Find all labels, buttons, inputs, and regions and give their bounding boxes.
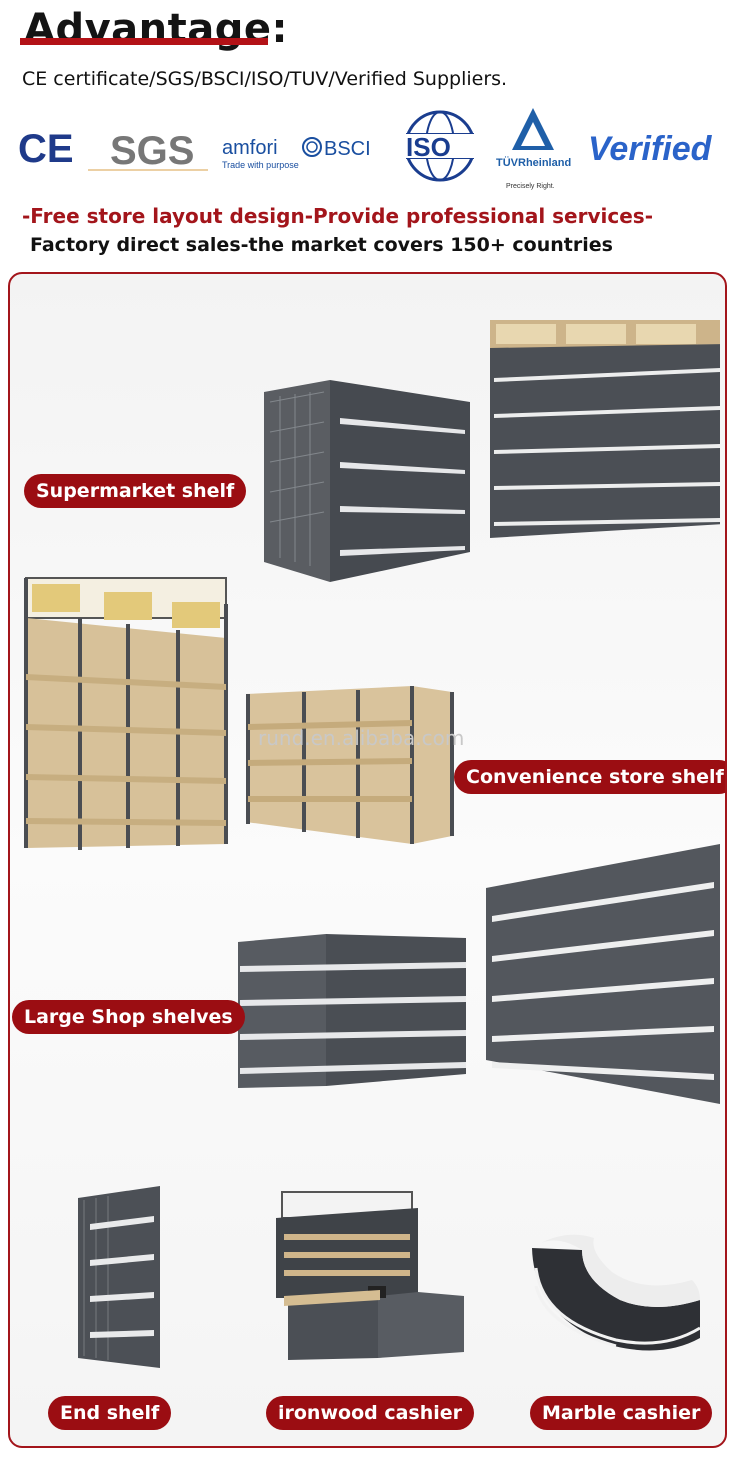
bsci-logo: amfori BSCI Trade with purpose <box>222 128 382 176</box>
bsci-text: BSCI <box>324 138 371 160</box>
ironwood-cashier-label: ironwood cashier <box>266 1396 475 1430</box>
ce-logo-text: CE <box>18 127 72 171</box>
title-underline <box>20 38 268 45</box>
watermark: rund.en.alibaba.com <box>258 726 465 750</box>
tuv-logo: TÜVRheinland Precisely Right. <box>492 104 574 194</box>
amfori-text: amfori <box>222 137 278 159</box>
certificate-line: CE certificate/SGS/BSCI/ISO/TUV/Verified… <box>22 68 508 90</box>
iso-logo: ISO <box>398 106 482 186</box>
verified-text: Verified <box>588 130 713 168</box>
convenience-store-shelf-label: Convenience store shelf <box>454 760 725 794</box>
certification-logos: CE SGS amfori BSCI Trade with purpose IS… <box>0 100 734 196</box>
page-title: Advantage: <box>24 6 289 52</box>
service-tagline: -Free store layout design-Provide profes… <box>22 204 653 228</box>
ce-logo: CE <box>16 120 74 176</box>
supermarket-shelf-label: Supermarket shelf <box>24 474 247 508</box>
supermarket-shelf-image <box>264 320 720 582</box>
sgs-logo: SGS <box>88 120 208 176</box>
product-panel: Supermarket shelf <box>8 272 727 1448</box>
marble-cashier-label: Marble cashier <box>530 1396 713 1430</box>
tuv-tagline: Precisely Right. <box>506 183 555 190</box>
market-tagline: Factory direct sales-the market covers 1… <box>30 234 613 256</box>
iso-text: ISO <box>406 132 451 162</box>
sgs-logo-text: SGS <box>110 129 194 173</box>
tuv-text: TÜVRheinland <box>496 156 571 169</box>
amfori-tagline: Trade with purpose <box>222 160 299 170</box>
verified-logo: Verified <box>582 122 726 174</box>
large-shop-shelves-label: Large Shop shelves <box>12 1000 245 1034</box>
end-shelf-label: End shelf <box>48 1396 172 1430</box>
